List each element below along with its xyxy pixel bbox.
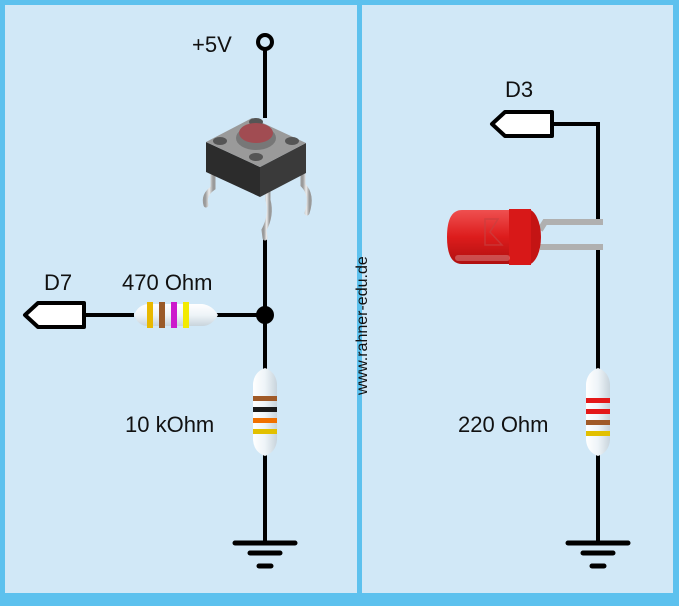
series-resistor-band-3	[171, 302, 177, 328]
pulldown-resistor-band-2	[253, 407, 277, 412]
pulldown-resistor-band-3	[253, 418, 277, 423]
ground-symbol-left	[232, 540, 298, 569]
led-resistor-band-3	[586, 420, 610, 425]
pulldown-resistor-band-1	[253, 396, 277, 401]
wire-d3-to-led	[552, 122, 600, 222]
series-resistor-band-2	[159, 302, 165, 328]
series-resistor-band-4	[183, 302, 189, 328]
website-watermark: www.rahner-edu.de	[354, 256, 371, 396]
supply-terminal	[256, 33, 274, 51]
right-panel	[362, 5, 673, 593]
left-panel	[5, 5, 357, 593]
ground-symbol-right	[565, 540, 631, 569]
pin-d3-label: D3	[505, 77, 533, 102]
led-resistor-band-1	[586, 398, 610, 403]
push-button[interactable]	[202, 118, 312, 241]
led-resistor	[586, 368, 610, 456]
panel-divider	[357, 5, 362, 593]
series-resistor	[134, 302, 218, 328]
pin-d7-connector	[23, 301, 86, 329]
pin-d7-label: D7	[44, 270, 72, 295]
right-circuit: D3 220 Ohm	[447, 77, 631, 569]
series-resistor-label: 470 Ohm	[122, 270, 213, 295]
left-circuit: +5V D7	[23, 32, 312, 569]
led-resistor-band-2	[586, 409, 610, 414]
supply-label: +5V	[192, 32, 232, 57]
series-resistor-band-1	[147, 302, 153, 328]
led-resistor-label: 220 Ohm	[458, 412, 549, 437]
pulldown-resistor-label: 10 kOhm	[125, 412, 214, 437]
pulldown-resistor	[253, 368, 277, 456]
pulldown-resistor-band-4	[253, 429, 277, 434]
junction-dot	[256, 306, 274, 324]
led	[447, 209, 603, 265]
led-resistor-band-4	[586, 431, 610, 436]
pin-d3-connector	[490, 110, 554, 138]
